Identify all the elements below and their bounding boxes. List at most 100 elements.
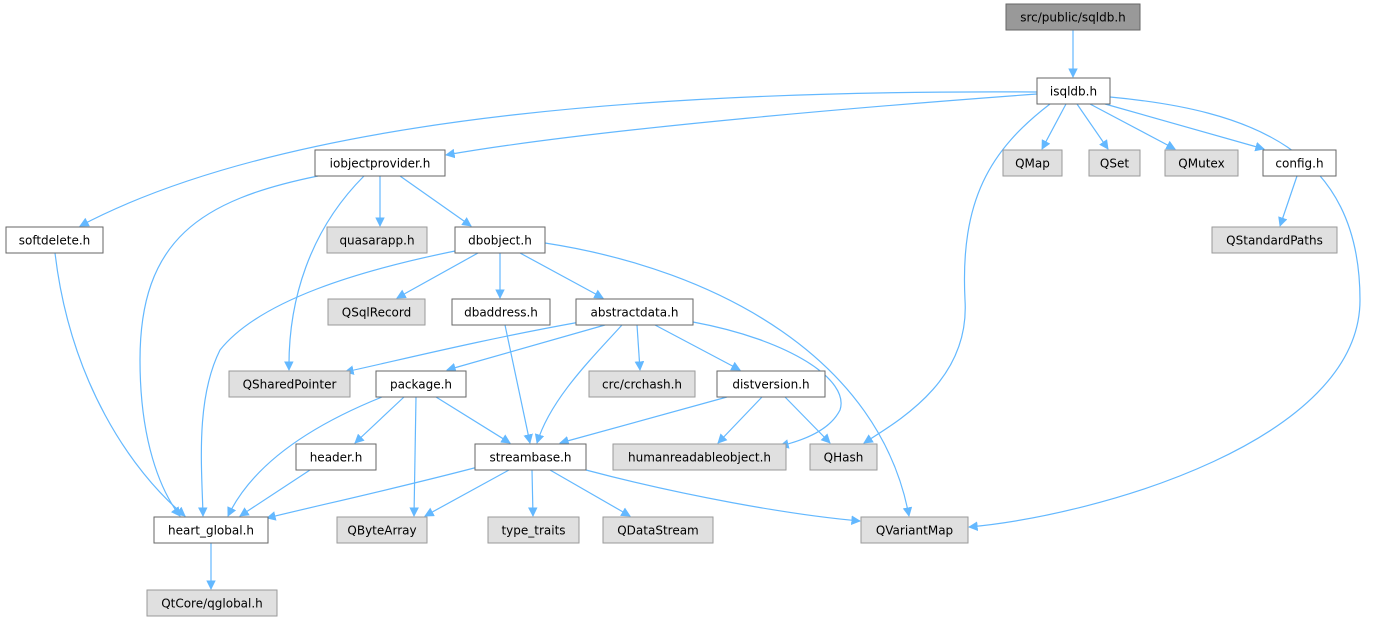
node-heartglobal[interactable]: heart_global.h: [153, 516, 269, 544]
node-qset: QSet: [1088, 149, 1141, 177]
node-label-header: header.h: [310, 451, 363, 465]
node-box-qvariantmap: [860, 516, 969, 544]
node-label-iobjectprovider: iobjectprovider.h: [330, 157, 431, 171]
edge-dbobject-to-abstractdata: [519, 252, 604, 299]
node-label-isqldb: isqldb.h: [1050, 85, 1097, 99]
edge-package-to-heartglobal: [227, 396, 383, 517]
node-layer: src/public/sqldb.h isqldb.h iobjectprovide…: [5, 3, 1338, 617]
edge-abstractdata-to-crchash: [634, 324, 645, 371]
node-box-iobjectprovider: [314, 149, 446, 177]
edge-abstractdata-to-qsharedpointer: [344, 321, 581, 375]
node-humanreadable: humanreadableobject.h: [612, 443, 787, 471]
node-label-qvariantmap: QVariantMap: [876, 524, 953, 538]
node-box-header: [295, 443, 377, 471]
edge-iobjectprovider-to-dbobject: [399, 175, 472, 227]
node-label-softdelete: softdelete.h: [19, 234, 91, 248]
node-qsharedpointer: QSharedPointer: [228, 370, 351, 398]
edge-streambase-to-qbytearray: [424, 469, 510, 517]
node-qsqlrecord: QSqlRecord: [327, 298, 426, 326]
node-box-qmutex: [1164, 149, 1239, 177]
edge-abstractdata-to-package: [446, 324, 606, 373]
node-qbytearray: QByteArray: [336, 516, 428, 544]
node-dbobject[interactable]: dbobject.h: [454, 226, 546, 254]
edge-isqldb-to-qset: [1076, 103, 1109, 150]
node-label-qset: QSet: [1100, 157, 1129, 171]
node-box-typetraits: [487, 516, 580, 544]
edge-isqldb-to-config: [1104, 103, 1265, 152]
node-label-dbobject: dbobject.h: [468, 234, 532, 248]
node-softdelete[interactable]: softdelete.h: [5, 226, 104, 254]
node-label-crchash: crc/crchash.h: [602, 378, 682, 392]
node-label-config: config.h: [1275, 157, 1323, 171]
edge-isqldb-to-iobjectprovider: [445, 93, 1038, 159]
node-label-streambase: streambase.h: [489, 451, 571, 465]
node-box-package: [375, 370, 467, 398]
node-box-crchash: [588, 370, 696, 398]
node-label-qsharedpointer: QSharedPointer: [243, 378, 337, 392]
edge-dbaddress-to-streambase: [504, 324, 533, 444]
node-label-humanreadable: humanreadableobject.h: [628, 451, 771, 465]
node-box-softdelete: [5, 226, 104, 254]
node-box-heartglobal: [153, 516, 269, 544]
edge-isqldb-to-qvariantmap: [968, 96, 1361, 531]
edge-distversion-to-qhash: [784, 396, 831, 444]
node-crchash: crc/crchash.h: [588, 370, 696, 398]
node-streambase[interactable]: streambase.h: [474, 443, 587, 471]
edge-abstractdata-to-humanreadable: [692, 321, 842, 449]
edge-isqldb-to-softdelete: [79, 91, 1038, 227]
edge-streambase-to-qvariantmap: [585, 469, 861, 526]
node-box-abstractdata: [575, 298, 694, 326]
node-label-qhash: QHash: [824, 451, 864, 465]
edge-distversion-to-streambase: [559, 396, 728, 446]
edge-dbobject-to-qsqlrecord: [396, 252, 479, 299]
edge-softdelete-to-heartglobal: [54, 252, 186, 517]
node-qglobal: QtCore/qglobal.h: [146, 589, 278, 617]
node-qmap: QMap: [1002, 149, 1063, 177]
node-label-qstandardpaths: QStandardPaths: [1226, 234, 1323, 248]
node-box-qset: [1088, 149, 1141, 177]
node-box-isqldb: [1036, 77, 1111, 105]
node-label-typetraits: type_traits: [501, 524, 565, 538]
edge-streambase-to-typetraits: [528, 469, 538, 517]
node-qhash: QHash: [809, 443, 878, 471]
edge-package-to-header: [354, 396, 405, 444]
node-box-humanreadable: [612, 443, 787, 471]
node-abstractdata[interactable]: abstractdata.h: [575, 298, 694, 326]
node-box-quasarapp: [326, 226, 428, 254]
node-header[interactable]: header.h: [295, 443, 377, 471]
node-box-qstandardpaths: [1211, 226, 1338, 254]
node-label-distversion: distversion.h: [732, 378, 809, 392]
edge-layer: [54, 30, 1361, 590]
node-package[interactable]: package.h: [375, 370, 467, 398]
edge-iobjectprovider-to-heartglobal: [139, 175, 319, 517]
node-config[interactable]: config.h: [1262, 149, 1337, 177]
node-label-qdatastream: QDataStream: [617, 524, 699, 538]
edge-iobjectprovider-to-qsharedpointer: [284, 175, 365, 371]
node-distversion[interactable]: distversion.h: [716, 370, 826, 398]
node-box-streambase: [474, 443, 587, 471]
node-box-config: [1262, 149, 1337, 177]
edge-isqldb-to-qmutex: [1089, 103, 1176, 150]
edge-header-to-heartglobal: [239, 469, 311, 517]
node-label-qsqlrecord: QSqlRecord: [342, 306, 411, 320]
edge-streambase-to-heartglobal: [266, 466, 479, 521]
edge-abstractdata-to-streambase: [534, 324, 623, 444]
node-label-quasarapp: quasarapp.h: [339, 234, 414, 248]
node-typetraits: type_traits: [487, 516, 580, 544]
edge-config-to-qstandardpaths: [1278, 175, 1298, 227]
node-box-qsharedpointer: [228, 370, 351, 398]
node-isqldb[interactable]: isqldb.h: [1036, 77, 1111, 105]
node-iobjectprovider[interactable]: iobjectprovider.h: [314, 149, 446, 177]
node-qmutex: QMutex: [1164, 149, 1239, 177]
edge-package-to-qbytearray: [409, 396, 419, 517]
edge-package-to-streambase: [435, 396, 511, 444]
node-dbaddress[interactable]: dbaddress.h: [451, 298, 551, 326]
node-box-qdatastream: [602, 516, 714, 544]
node-label-qmutex: QMutex: [1178, 157, 1224, 171]
node-box-qglobal: [146, 589, 278, 617]
node-label-dbaddress: dbaddress.h: [464, 306, 538, 320]
edge-dbobject-to-qvariantmap: [544, 242, 913, 517]
edge-distversion-to-humanreadable: [717, 396, 763, 444]
node-sqldb[interactable]: src/public/sqldb.h: [1005, 3, 1141, 31]
